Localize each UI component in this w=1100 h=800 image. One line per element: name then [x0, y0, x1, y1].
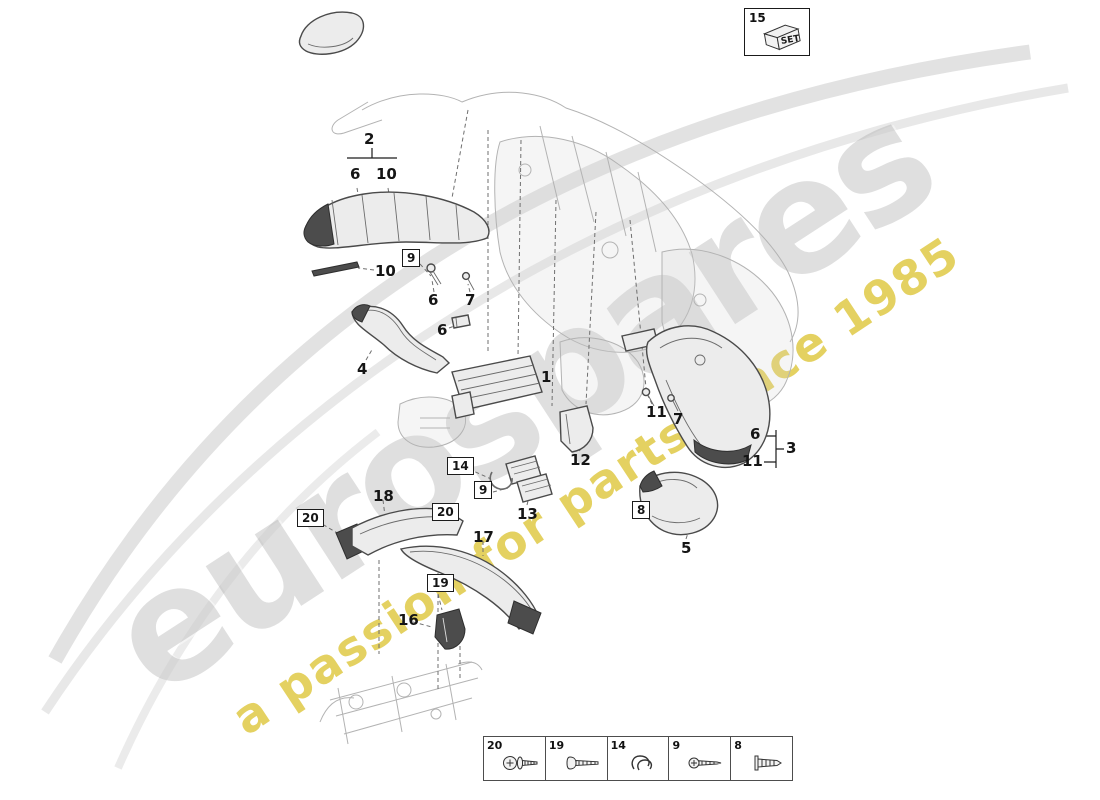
bracket-lines	[347, 148, 784, 468]
legend-number: 14	[610, 739, 626, 752]
part-10-trim-strip[interactable]	[311, 261, 360, 277]
part-label-9-3[interactable]: 9	[402, 249, 421, 267]
set-box-icon: SET	[762, 24, 801, 51]
part-2-defroster-air-duct[interactable]	[303, 191, 490, 249]
part-label-8-19[interactable]: 8	[632, 501, 651, 519]
part-label-1-9[interactable]: 1	[541, 368, 552, 386]
part-label-3-14[interactable]: 3	[786, 439, 797, 457]
pan-head-screw-icon	[566, 756, 599, 770]
part-label-17-24[interactable]: 17	[473, 528, 494, 546]
part-label-4-8[interactable]: 4	[357, 360, 368, 378]
legend-item-8[interactable]: 8	[730, 736, 794, 781]
part-label-6-7[interactable]: 6	[437, 321, 448, 339]
screw-7b-icon[interactable]	[667, 394, 679, 412]
part-13-vent-slats[interactable]	[505, 455, 553, 503]
part-4-air-duct-left[interactable]	[351, 304, 451, 374]
spring-clip-icon	[631, 755, 652, 771]
part-label-6-1[interactable]: 6	[350, 165, 361, 183]
part-cover-cap[interactable]	[298, 11, 365, 55]
part-label-7-6[interactable]: 7	[465, 291, 476, 309]
legend-number: 20	[487, 739, 503, 752]
legend-number: 9	[672, 739, 681, 752]
part-label-13-18[interactable]: 13	[517, 505, 538, 523]
pan-head-screw-with-washer-icon	[503, 756, 538, 770]
part-16-bracket[interactable]	[434, 608, 466, 650]
fastener-legend: 20 19 14 9	[483, 736, 794, 781]
part-17-air-duct[interactable]	[399, 545, 542, 635]
legend-item-14[interactable]: 14	[606, 736, 670, 781]
legend-item-19[interactable]: 19	[544, 736, 608, 781]
part-label-5-20[interactable]: 5	[681, 539, 692, 557]
clip-6-icon[interactable]	[451, 314, 471, 329]
part-label-20-23[interactable]: 20	[432, 503, 459, 521]
legend-number: 19	[548, 739, 565, 752]
part-label-6-13[interactable]: 6	[750, 425, 761, 443]
part-label-20-22[interactable]: 20	[297, 509, 324, 527]
part-12-bracket[interactable]	[559, 405, 594, 453]
part-label-11-15[interactable]: 11	[742, 452, 763, 470]
part-label-2-0[interactable]: 2	[364, 130, 375, 148]
screw-11-icon[interactable]	[641, 387, 655, 407]
part-label-10-4[interactable]: 10	[375, 262, 396, 280]
part-label-18-21[interactable]: 18	[373, 487, 394, 505]
tapping-screw-icon	[688, 757, 722, 769]
expanding-rivet-icon	[754, 755, 783, 771]
part-label-12-12[interactable]: 12	[570, 451, 591, 469]
set-box-label: SET	[780, 34, 801, 47]
part-3-air-duct-right[interactable]	[621, 325, 771, 468]
part-5-air-duct-lower-right[interactable]	[639, 470, 719, 536]
screw-6-icon[interactable]	[426, 263, 442, 286]
part-label-9-17[interactable]: 9	[474, 481, 493, 499]
set-badge[interactable]: 15 SET	[744, 8, 810, 56]
part-label-19-25[interactable]: 19	[427, 574, 454, 592]
part-label-11-10[interactable]: 11	[646, 403, 667, 421]
part-label-7-11[interactable]: 7	[673, 410, 684, 428]
clip-14-icon[interactable]	[489, 471, 513, 490]
part-label-16-26[interactable]: 16	[398, 611, 419, 629]
set-badge-number: 15	[749, 11, 766, 25]
legend-item-9[interactable]: 9	[668, 736, 732, 781]
part-1-center-air-vent[interactable]	[451, 355, 543, 419]
part-label-14-16[interactable]: 14	[447, 457, 474, 475]
legend-item-20[interactable]: 20	[483, 736, 546, 781]
part-label-10-2[interactable]: 10	[376, 165, 397, 183]
part-label-6-5[interactable]: 6	[428, 291, 439, 309]
legend-number: 8	[734, 739, 742, 752]
screw-7-icon[interactable]	[461, 271, 475, 291]
